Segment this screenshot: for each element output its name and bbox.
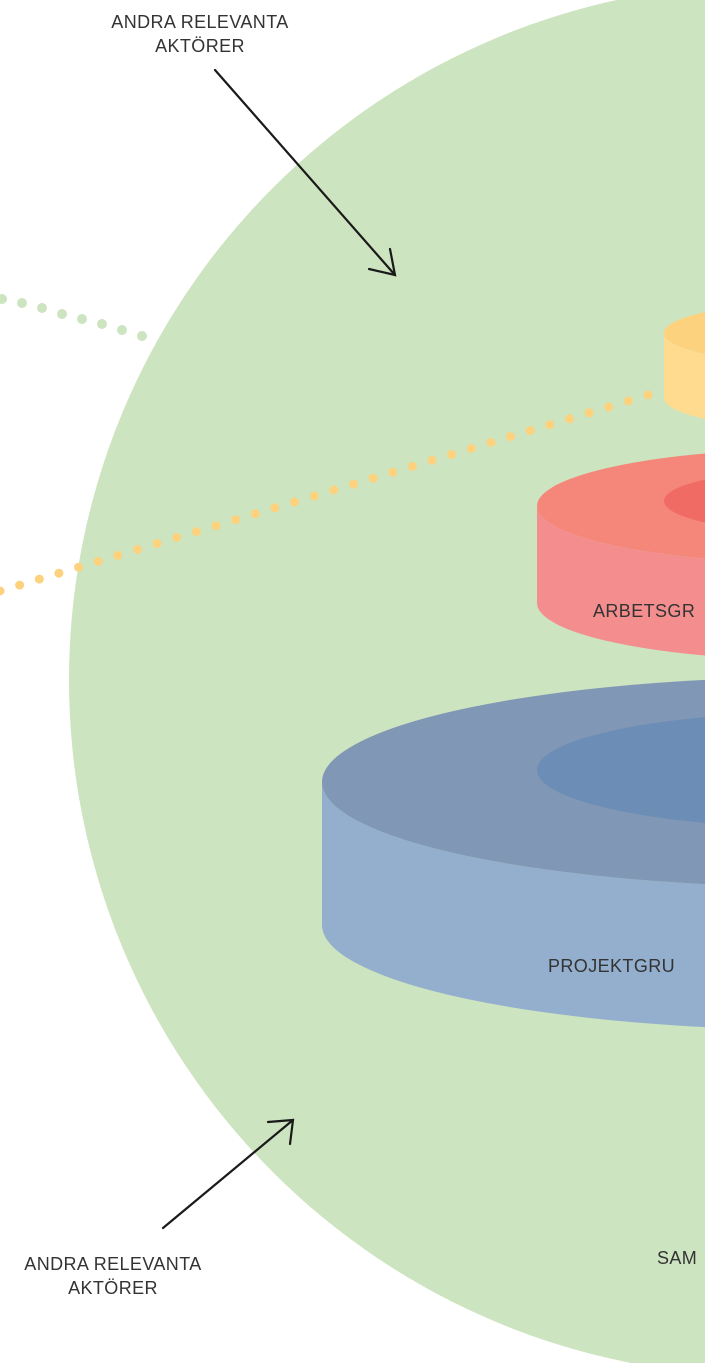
- yellow-connector-dot: [93, 556, 103, 566]
- yellow-connector-dot: [349, 479, 358, 489]
- project-group-ring-inner: [537, 717, 705, 823]
- yellow-connector-dot: [250, 509, 260, 519]
- bottom-actors-label-line1: ANDRA RELEVANTA: [24, 1254, 201, 1274]
- yellow-connector-dot: [172, 533, 182, 542]
- yellow-connector-dot: [407, 461, 417, 471]
- yellow-connector-dot: [447, 449, 457, 459]
- top-actors-label-line2: AKTÖRER: [155, 36, 245, 56]
- project-group-ring: [322, 679, 705, 1028]
- yellow-connector-dot: [643, 390, 653, 400]
- work-group-ring: [537, 453, 705, 656]
- yellow-connector-dot: [231, 515, 241, 525]
- yellow-connector-dot: [54, 568, 64, 578]
- yellow-connector-dot: [486, 438, 496, 447]
- outer-stakeholder-circle: [69, 0, 705, 1363]
- yellow-connector-dot: [113, 550, 123, 560]
- yellow-connector-dot: [34, 574, 44, 584]
- yellow-connector-dot: [0, 586, 5, 596]
- top-arrow: [213, 68, 397, 277]
- yellow-connector-dot: [427, 455, 437, 465]
- work-group-ring-inner: [664, 479, 705, 523]
- yellow-connector-dot: [525, 426, 535, 436]
- yellow-connector-dot: [74, 562, 83, 572]
- yellow-connector-dot: [584, 408, 594, 418]
- yellow-connector-dot: [290, 497, 299, 507]
- bottom-partial-label: SAM: [657, 1248, 697, 1268]
- yellow-connector-dot: [211, 521, 221, 531]
- green-dotted-connector: [0, 294, 147, 341]
- work-group-ring-side: [537, 506, 705, 656]
- project-group-ring-side: [322, 782, 705, 1028]
- yellow-connector-dot: [565, 414, 574, 424]
- yellow-connector-dot: [191, 527, 201, 537]
- yellow-dotted-connector: [0, 390, 653, 596]
- yellow-connector-dot: [309, 491, 319, 501]
- yellow-connector-dot: [15, 580, 25, 590]
- project-group-label: PROJEKTGRU: [548, 956, 675, 976]
- yellow-connector-dot: [388, 467, 398, 477]
- bottom-actors-label-line2: AKTÖRER: [68, 1278, 158, 1298]
- yellow-connector-dot: [604, 402, 614, 412]
- yellow-connector-dot: [152, 539, 162, 548]
- top-group-cylinder: [664, 312, 705, 419]
- yellow-connector-dot: [270, 503, 280, 513]
- yellow-connector-dot: [368, 473, 378, 483]
- top-group-cylinder-top: [664, 312, 705, 354]
- work-group-label: ARBETSGR: [593, 601, 695, 621]
- top-group-cylinder-side: [664, 333, 705, 419]
- yellow-connector-dot: [623, 396, 633, 406]
- top-actors-label-line1: ANDRA RELEVANTA: [111, 12, 288, 32]
- yellow-connector-dot: [466, 444, 476, 453]
- project-group-ring-top: [322, 679, 705, 885]
- yellow-connector-dot: [133, 544, 142, 554]
- yellow-connector-dot: [545, 420, 555, 430]
- yellow-connector-dot: [506, 432, 515, 442]
- bottom-arrow: [161, 1118, 295, 1230]
- yellow-connector-dot: [329, 485, 339, 495]
- work-group-ring-top: [537, 453, 705, 559]
